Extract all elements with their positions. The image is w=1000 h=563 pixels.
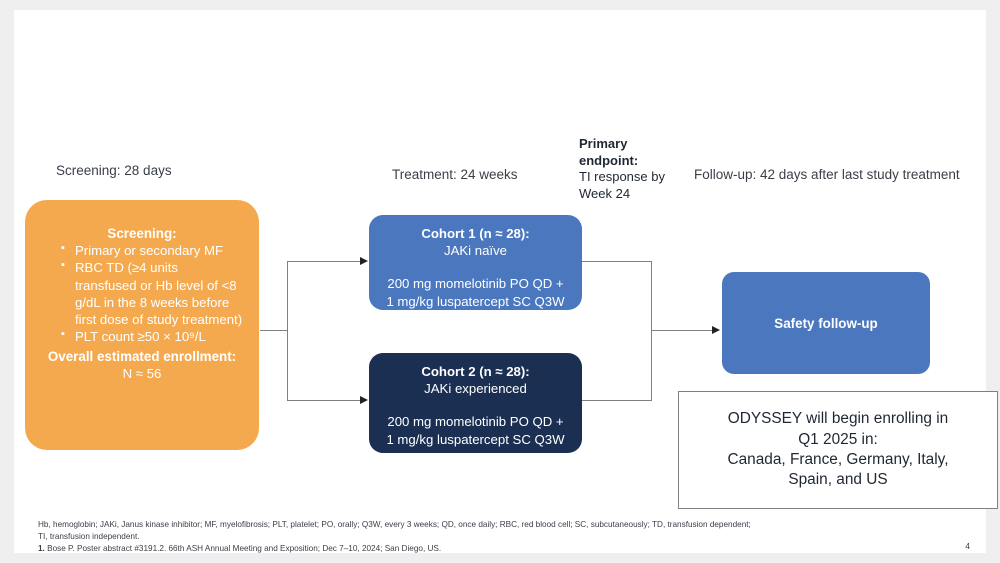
- safety-followup-box: Safety follow-up: [722, 272, 930, 374]
- odyssey-line-3: Canada, France, Germany, Italy,: [727, 451, 949, 468]
- odyssey-enrollment-note: ODYSSEY will begin enrolling in Q1 2025 …: [678, 391, 998, 509]
- footnote-reference: 1. Bose P. Poster abstract #3191.2. 66th…: [38, 543, 918, 555]
- safety-followup-label: Safety follow-up: [774, 315, 878, 331]
- cohort-1-regimen: 200 mg momelotinib PO QD + 1 mg/kg luspa…: [377, 275, 574, 310]
- phase-label-treatment: Treatment: 24 weeks: [392, 167, 518, 182]
- connector-split-vertical: [287, 261, 289, 401]
- screening-criteria-box: Screening: Primary or secondary MF RBC T…: [25, 200, 259, 450]
- cohort-2-regimen: 200 mg momelotinib PO QD + 1 mg/kg luspa…: [377, 413, 574, 448]
- primary-endpoint-heading: Primary endpoint:: [579, 136, 639, 168]
- footnote-reference-text: Bose P. Poster abstract #3191.2. 66th AS…: [47, 543, 442, 553]
- screening-enrollment-value: N ≈ 56: [122, 366, 162, 382]
- cohort-1-regimen-line-1: 200 mg momelotinib PO QD +: [387, 276, 564, 292]
- phase-label-followup: Follow-up: 42 days after last study trea…: [694, 167, 960, 182]
- footnote-abbreviations-line-2: TI, transfusion independent.: [38, 531, 140, 541]
- phase-label-screening: Screening: 28 days: [56, 163, 172, 178]
- screening-enrollment-label: Overall estimated enrollment:: [47, 348, 237, 364]
- cohort-1-title: Cohort 1 (n ≈ 28):: [421, 226, 530, 241]
- slide-canvas: Screening: 28 days Treatment: 24 weeks F…: [14, 10, 998, 555]
- odyssey-line-4: Spain, and US: [788, 471, 888, 489]
- cohort-1-box: Cohort 1 (n ≈ 28): JAKi naïve 200 mg mom…: [369, 215, 582, 310]
- arrowhead-cohort-1-icon: [360, 256, 368, 265]
- screening-criteria-list: Primary or secondary MF RBC TD (≥4 units…: [35, 241, 249, 346]
- arrowhead-cohort-2-icon: [360, 395, 368, 404]
- cohort-1-subtitle: JAKi naïve: [443, 243, 508, 259]
- connector-from-cohort-2: [582, 400, 652, 402]
- cohort-2-box: Cohort 2 (n ≈ 28): JAKi experienced 200 …: [369, 353, 582, 453]
- connector-to-safety: [651, 330, 713, 332]
- connector-screening-stub: [260, 330, 288, 332]
- list-item: RBC TD (≥4 units transfused or Hb level …: [61, 258, 243, 328]
- connector-to-cohort-1: [287, 261, 363, 263]
- footnotes: Hb, hemoglobin; JAKi, Janus kinase inhib…: [38, 519, 918, 555]
- primary-endpoint-callout: Primary endpoint: TI response by Week 24: [579, 136, 689, 203]
- arrowhead-safety-icon: [712, 325, 720, 334]
- list-item: PLT count ≥50 × 10⁹/L: [61, 327, 243, 345]
- page-number: 4: [965, 541, 970, 551]
- connector-to-cohort-2: [287, 400, 363, 402]
- odyssey-line-2: Q1 2025 in:: [798, 430, 878, 448]
- odyssey-line-1: ODYSSEY will begin enrolling in: [727, 410, 949, 428]
- primary-endpoint-detail: TI response by Week 24: [579, 169, 665, 201]
- cohort-2-regimen-line-1: 200 mg momelotinib PO QD +: [387, 414, 564, 430]
- screening-box-title: Screening:: [107, 226, 177, 241]
- cohort-1-regimen-line-2: 1 mg/kg luspatercept SC Q3W: [386, 293, 565, 309]
- cohort-2-subtitle: JAKi experienced: [424, 381, 527, 397]
- connector-from-cohort-1: [582, 261, 652, 263]
- footnote-abbreviations-line-1: Hb, hemoglobin; JAKi, Janus kinase inhib…: [38, 520, 751, 529]
- footnote-reference-number: 1.: [38, 543, 45, 553]
- cohort-2-title: Cohort 2 (n ≈ 28):: [421, 364, 530, 379]
- list-item: Primary or secondary MF: [61, 241, 243, 259]
- cohort-2-regimen-line-2: 1 mg/kg luspatercept SC Q3W: [386, 431, 565, 447]
